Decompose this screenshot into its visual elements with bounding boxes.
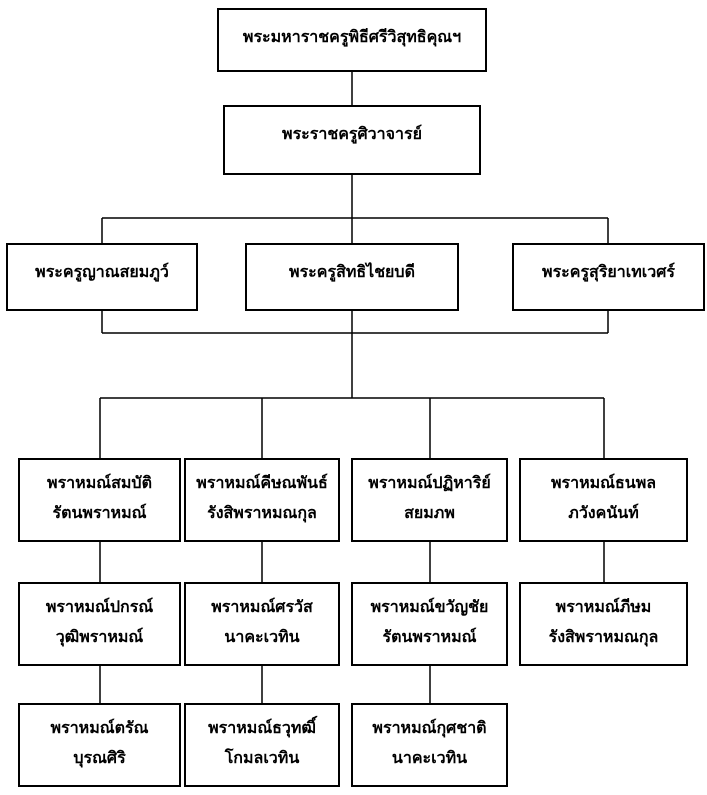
org-node-label: พระครูญาณสยมภูว์ [35, 264, 169, 281]
org-node-label: โกมลเวทิน [224, 750, 300, 767]
org-node-level6-2: พราหมณ์ธวุทฒิ์ โกมลเวทิน [184, 703, 340, 787]
org-node-label: ภวังคนันท์ [568, 505, 639, 522]
org-node-label: รัตนพราหมณ์ [382, 629, 477, 646]
org-node-level4-1: พราหมณ์สมบัติ รัตนพราหมณ์ [18, 458, 181, 542]
org-node-level6-1: พราหมณ์ตรัณ บุรณศิริ [18, 703, 181, 787]
org-node-label: พราหมณ์ธนพล [550, 475, 657, 492]
org-node-level5-3: พราหมณ์ขวัญชัย รัตนพราหมณ์ [351, 582, 508, 666]
org-node-level5-4: พราหมณ์ภีษม รังสิพราหมณกุล [519, 582, 688, 666]
org-node-level3-3: พระครูสุริยาเทเวศร์ [512, 243, 705, 311]
org-node-label: บุรณศิริ [73, 750, 126, 767]
org-node-label: รังสิพราหมณกุล [548, 629, 659, 646]
org-node-label: สยมภพ [404, 505, 455, 522]
org-node-level3-2: พระครูสิทธิไชยบดี [245, 243, 459, 311]
org-node-label: พราหมณ์ศรวัส [211, 599, 313, 616]
org-node-label: นาคะเวทิน [224, 629, 300, 646]
org-node-label: พราหมณ์ปฏิหาริย์ [368, 475, 491, 492]
org-node-level1: พระมหาราชครูพิธีศรีวิสุทธิคุณฯ [217, 8, 487, 72]
org-node-label: พราหมณ์ภีษม [555, 599, 652, 616]
org-node-label: รังสิพราหมณกุล [207, 505, 317, 522]
org-node-level3-1: พระครูญาณสยมภูว์ [6, 243, 198, 311]
org-node-label: พระมหาราชครูพิธีศรีวิสุทธิคุณฯ [242, 29, 462, 46]
org-node-level4-3: พราหมณ์ปฏิหาริย์ สยมภพ [351, 458, 508, 542]
org-node-label: พราหมณ์ปกรณ์ [45, 599, 154, 616]
org-node-label: นาคะเวทิน [391, 750, 468, 767]
org-node-label: พราหมณ์ตรัณ [50, 720, 149, 737]
org-node-label: พระครูสิทธิไชยบดี [289, 264, 415, 281]
org-node-label: พระราชครูศิวาจารย์ [282, 126, 422, 143]
org-node-level5-1: พราหมณ์ปกรณ์ วุฒิพราหมณ์ [18, 582, 181, 666]
org-node-label: พราหมณ์คีษณพันธ์ [196, 475, 328, 492]
org-node-label: พราหมณ์ขวัญชัย [370, 599, 489, 616]
org-node-level5-2: พราหมณ์ศรวัส นาคะเวทิน [184, 582, 340, 666]
org-node-level4-4: พราหมณ์ธนพล ภวังคนันท์ [519, 458, 688, 542]
org-node-label: พราหมณ์กุศชาติ [372, 720, 487, 737]
org-node-label: พราหมณ์สมบัติ [47, 475, 152, 492]
org-node-label: พระครูสุริยาเทเวศร์ [542, 264, 675, 281]
org-node-label: พราหมณ์ธวุทฒิ์ [208, 720, 316, 737]
org-node-label: วุฒิพราหมณ์ [55, 629, 144, 646]
org-node-level2: พระราชครูศิวาจารย์ [223, 105, 481, 175]
org-node-label: รัตนพราหมณ์ [52, 505, 147, 522]
org-node-level6-3: พราหมณ์กุศชาติ นาคะเวทิน [351, 703, 508, 787]
org-node-level4-2: พราหมณ์คีษณพันธ์ รังสิพราหมณกุล [184, 458, 340, 542]
